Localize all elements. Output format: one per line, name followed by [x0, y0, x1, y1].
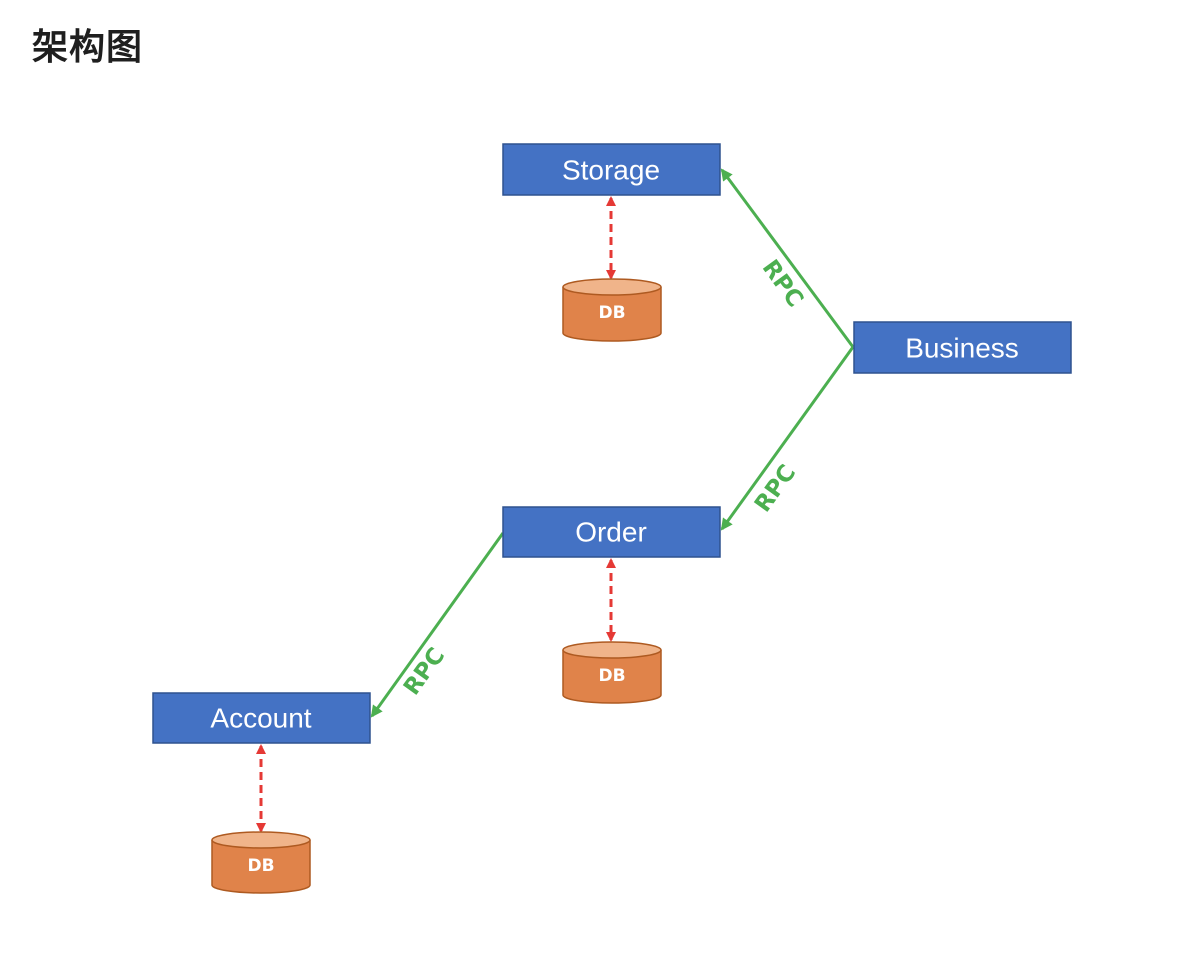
service-storage[interactable]: Storage: [502, 143, 721, 196]
rpc-label-business-order: RPC: [750, 460, 801, 517]
service-order-label: Order: [575, 517, 647, 548]
service-order[interactable]: Order: [502, 506, 721, 558]
service-account[interactable]: Account: [152, 692, 371, 744]
edge-business-order: [720, 346, 855, 531]
service-storage-label: Storage: [562, 155, 660, 186]
database-account[interactable]: DB: [211, 831, 311, 894]
database-order[interactable]: DB: [562, 641, 662, 704]
edge-order-account: [370, 532, 505, 718]
rpc-label-business-storage: RPC: [757, 255, 808, 312]
database-storage-label: DB: [598, 303, 625, 323]
edge-business-storage: [720, 168, 855, 348]
database-storage[interactable]: DB: [562, 278, 662, 342]
rpc-label-order-account: RPC: [399, 643, 450, 700]
service-business[interactable]: Business: [853, 321, 1072, 374]
page-title: 架构图: [32, 27, 144, 68]
service-account-label: Account: [210, 703, 311, 734]
database-account-label: DB: [247, 856, 274, 876]
database-order-label: DB: [598, 666, 625, 686]
service-business-label: Business: [905, 333, 1019, 364]
